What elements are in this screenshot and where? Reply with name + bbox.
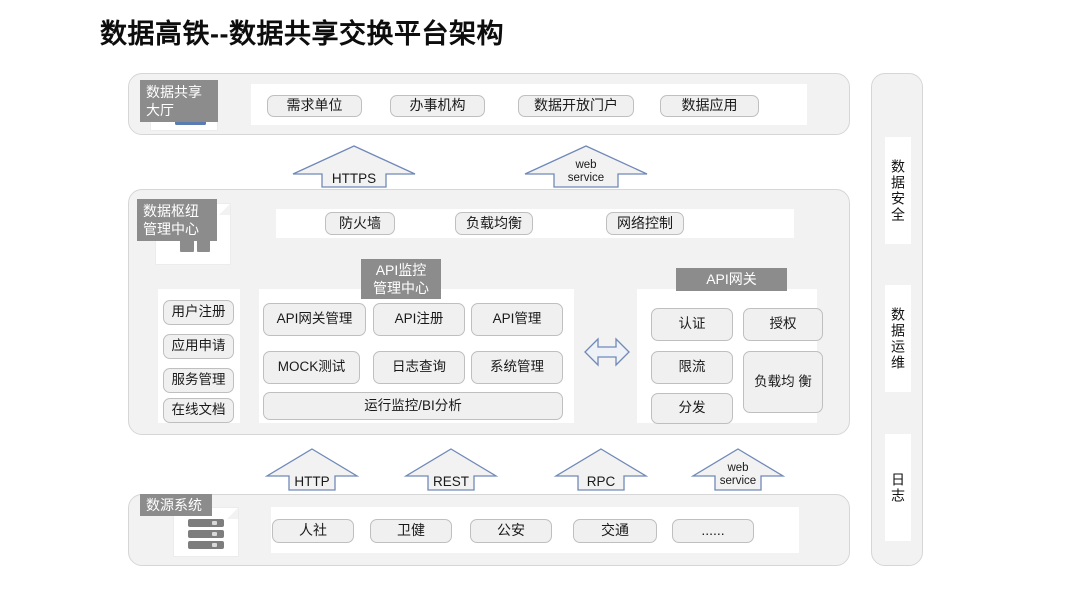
api-box-logquery[interactable]: 日志查询: [373, 351, 465, 384]
api-box-manage[interactable]: API管理: [471, 303, 563, 336]
api-box-register[interactable]: API注册: [373, 303, 465, 336]
source-box-2[interactable]: 公安: [470, 519, 552, 543]
connector-arrow-rpc: RPC: [553, 447, 649, 491]
source-box-3[interactable]: 交通: [573, 519, 657, 543]
server-icon: [188, 519, 224, 549]
api-box-monitor-bi[interactable]: 运行监控/BI分析: [263, 392, 563, 420]
gateway-box-loadbalance[interactable]: 负载均 衡: [743, 351, 823, 413]
security-box-1[interactable]: 负载均衡: [455, 212, 533, 235]
connector-label-rest: REST: [432, 473, 469, 489]
connector-arrow-webservice-top: web service: [521, 144, 651, 188]
connector-arrow-rest: REST: [403, 447, 499, 491]
gateway-box-ratelimit[interactable]: 限流: [651, 351, 733, 384]
left-menu-item-1[interactable]: 应用申请: [163, 334, 234, 359]
left-menu-item-0[interactable]: 用户注册: [163, 300, 234, 325]
source-box-1[interactable]: 卫健: [370, 519, 452, 543]
connector-label-http: HTTP: [294, 473, 330, 489]
api-monitor-tab: API监控 管理中心: [361, 259, 441, 299]
api-gateway-tab: API网关: [676, 268, 787, 291]
left-menu-item-2[interactable]: 服务管理: [163, 368, 234, 393]
right-rail-item-2[interactable]: 日志: [885, 434, 911, 541]
source-box-4[interactable]: ......: [672, 519, 754, 543]
connector-label-webservice-top: web service: [567, 159, 605, 185]
gateway-box-distribute[interactable]: 分发: [651, 393, 733, 424]
top-box-1[interactable]: 办事机构: [390, 95, 485, 117]
api-box-sysmgmt[interactable]: 系统管理: [471, 351, 563, 384]
top-layer-tab: 数据共享 大厅: [140, 80, 218, 122]
double-arrow-horizontal-icon: [583, 335, 631, 369]
hub-layer-tab: 数据枢纽 管理中心: [137, 199, 217, 241]
source-box-0[interactable]: 人社: [272, 519, 354, 543]
api-box-mock[interactable]: MOCK测试: [263, 351, 360, 384]
top-box-2[interactable]: 数据开放门户: [518, 95, 634, 117]
security-box-2[interactable]: 网络控制: [606, 212, 684, 235]
connector-label-webservice-bottom: web service: [719, 462, 757, 488]
connector-arrow-http: HTTP: [264, 447, 360, 491]
top-box-0[interactable]: 需求单位: [267, 95, 362, 117]
api-box-gateway-mgmt[interactable]: API网关管理: [263, 303, 366, 336]
gateway-box-auth[interactable]: 认证: [651, 308, 733, 341]
connector-label-https: HTTPS: [331, 170, 377, 186]
connector-arrow-https: HTTPS: [289, 144, 419, 188]
right-rail-item-0[interactable]: 数据安全: [885, 137, 911, 244]
top-box-3[interactable]: 数据应用: [660, 95, 759, 117]
left-menu-item-3[interactable]: 在线文档: [163, 398, 234, 423]
connector-arrow-webservice-bottom: web service: [690, 447, 786, 491]
right-rail-item-1[interactable]: 数据运维: [885, 285, 911, 392]
security-box-0[interactable]: 防火墙: [325, 212, 395, 235]
page-title: 数据高铁--数据共享交换平台架构: [100, 19, 504, 49]
gateway-box-authorize[interactable]: 授权: [743, 308, 823, 341]
connector-label-rpc: RPC: [586, 473, 616, 489]
source-layer-tab: 数源系统: [140, 494, 212, 516]
